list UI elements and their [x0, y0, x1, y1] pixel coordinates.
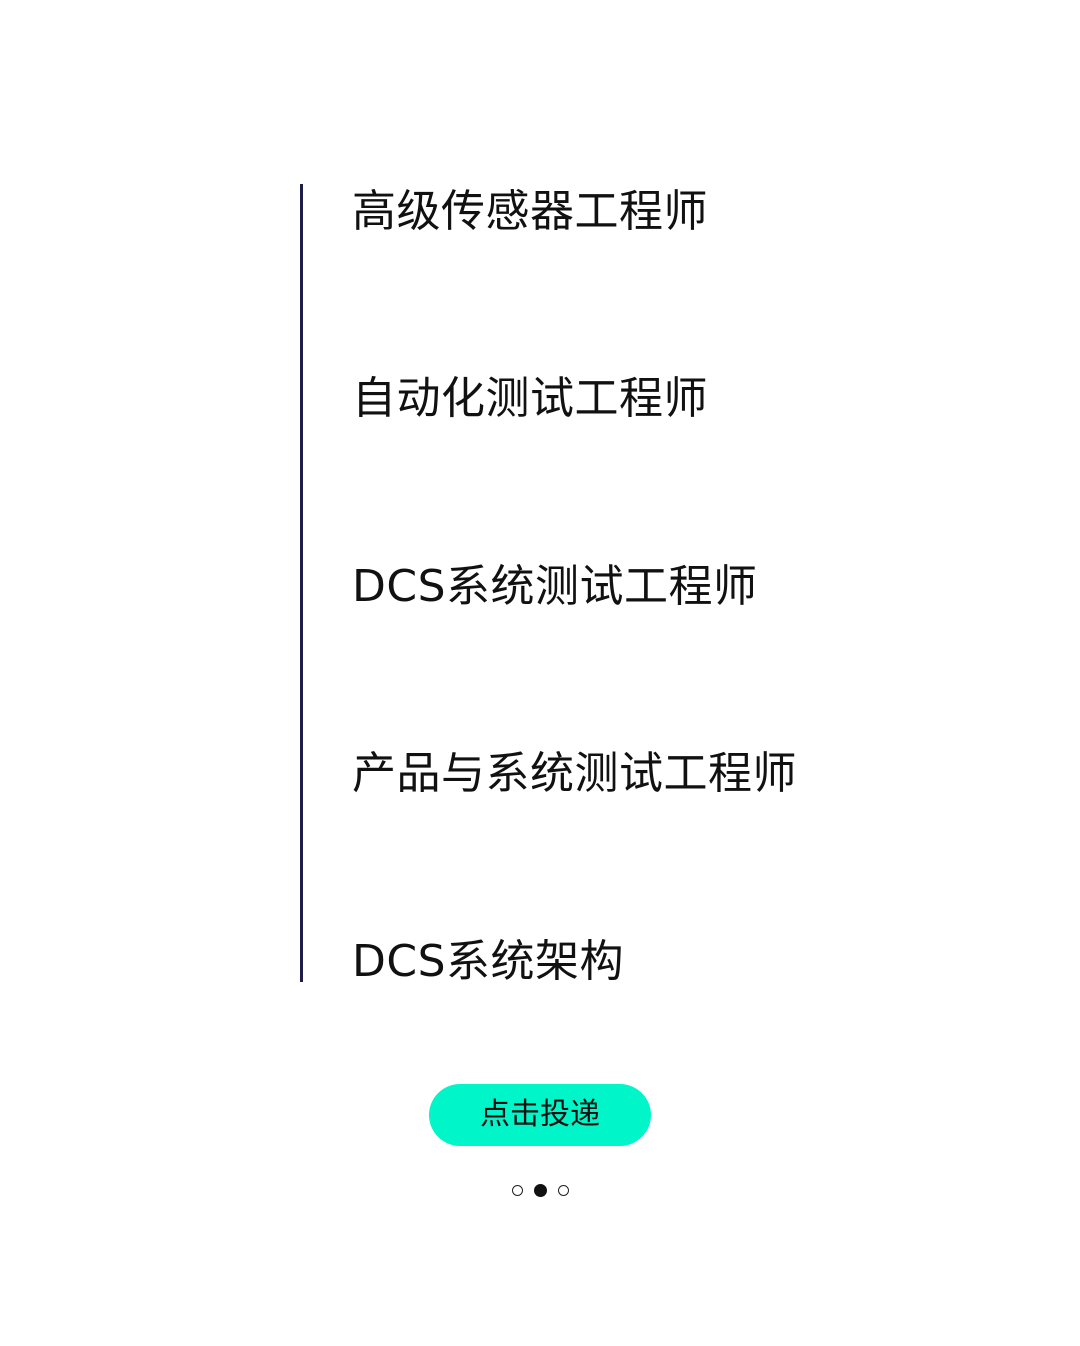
job-item-automation-test-engineer[interactable]: 自动化测试工程师 [352, 373, 708, 424]
job-item-dcs-system-test-engineer[interactable]: DCS系统测试工程师 [352, 561, 758, 612]
apply-button[interactable]: 点击投递 [429, 1084, 651, 1146]
job-item-product-system-test-engineer[interactable]: 产品与系统测试工程师 [352, 748, 797, 799]
job-list: 高级传感器工程师 自动化测试工程师 DCS系统测试工程师 产品与系统测试工程师 … [300, 184, 900, 987]
page-dot-1[interactable] [511, 1184, 523, 1196]
job-item-dcs-system-architect[interactable]: DCS系统架构 [352, 936, 625, 987]
vertical-divider [300, 184, 303, 982]
pagination-dots [0, 1181, 1080, 1199]
page-dot-2-active[interactable] [533, 1183, 547, 1197]
job-item-senior-sensor-engineer[interactable]: 高级传感器工程师 [352, 186, 708, 237]
page-dot-3[interactable] [557, 1184, 569, 1196]
